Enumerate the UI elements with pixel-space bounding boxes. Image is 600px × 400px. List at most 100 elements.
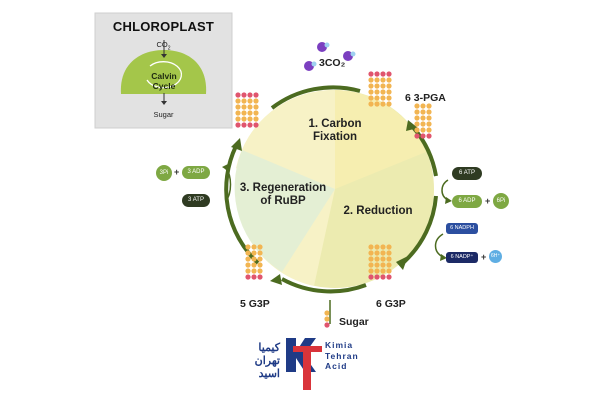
plus-sign: +	[485, 196, 491, 206]
carbon-bead	[374, 89, 380, 95]
inset-co2-subscript: 2	[167, 45, 171, 52]
carbon-bead	[257, 268, 263, 274]
logo-en-line1: Kimia	[325, 340, 354, 350]
carbon-bead	[247, 104, 253, 110]
carbon-bead	[235, 110, 241, 116]
carbon-bead	[380, 101, 386, 107]
carbon-bead	[386, 262, 392, 268]
carbon-bead	[245, 268, 251, 274]
nadph-in-pill: 6 NADPH	[446, 223, 478, 234]
carbon-bead	[253, 122, 259, 128]
carbon-bead	[247, 92, 253, 98]
carbon-bead	[247, 98, 253, 104]
stage-regeneration-line1: 3. Regeneration	[239, 182, 327, 194]
stage-carbon-fixation-line1: 1. Carbon	[308, 118, 362, 130]
nadph-branch-arrow	[434, 233, 444, 258]
carbon-bead	[386, 250, 392, 256]
carbon-bead	[374, 101, 380, 107]
pga-beads	[368, 71, 392, 107]
carbon-bead	[414, 133, 420, 139]
pi-out-pill: 6Pi	[493, 193, 509, 209]
carbon-bead	[245, 256, 251, 262]
carbon-bead	[386, 95, 392, 101]
carbon-bead	[386, 83, 392, 89]
carbon-bead	[374, 244, 380, 250]
carbon-bead	[386, 77, 392, 83]
co2-label: 3CO₂	[319, 57, 346, 69]
carbon-bead	[368, 71, 374, 77]
carbon-bead	[247, 110, 253, 116]
logo-text-persian: کیمیا تهران اسید	[246, 342, 280, 381]
carbon-bead	[324, 322, 330, 328]
carbon-bead	[245, 262, 251, 268]
carbon-bead	[251, 250, 257, 256]
inset-calvin-line2: Cycle	[152, 80, 176, 91]
carbon-bead	[426, 127, 432, 133]
carbon-bead	[253, 110, 259, 116]
pga-beads-lower	[414, 103, 432, 139]
carbon-bead	[414, 127, 420, 133]
inset-graphic	[94, 12, 233, 129]
carbon-bead	[253, 92, 259, 98]
nadp-out-pill: 6 NADP⁺	[446, 252, 478, 263]
carbon-bead	[253, 98, 259, 104]
carbon-bead	[241, 122, 247, 128]
carbon-bead	[426, 121, 432, 127]
inset-calvin-line1: Calvin	[151, 71, 177, 81]
inset-co2-text: CO	[156, 40, 168, 49]
carbon-bead	[414, 103, 420, 109]
carbon-bead	[253, 104, 259, 110]
carbon-bead	[426, 133, 432, 139]
carbon-bead	[368, 83, 374, 89]
carbon-bead	[414, 115, 420, 121]
g3p-left-label: 5 G3P	[240, 298, 270, 310]
logo-t-shape	[293, 346, 322, 390]
carbon-bead	[241, 116, 247, 122]
inset-title: CHLOROPLAST	[112, 19, 215, 34]
regen-branch-arrow	[225, 168, 232, 201]
g3p-right-label: 6 G3P	[376, 298, 406, 310]
carbon-bead	[380, 274, 386, 280]
carbon-bead	[368, 244, 374, 250]
carbon-bead	[324, 310, 330, 316]
carbon-bead	[251, 268, 257, 274]
carbon-bead	[235, 92, 241, 98]
carbon-bead	[251, 256, 257, 262]
pga-label: 6 3-PGA	[405, 92, 446, 104]
regen-atp-pill: 3 ATP	[182, 194, 210, 207]
carbon-bead	[380, 71, 386, 77]
carbon-bead	[420, 121, 426, 127]
co2-molecule	[304, 61, 314, 71]
carbon-bead	[368, 77, 374, 83]
nadph-branch-arrowhead	[440, 254, 447, 261]
atp-branch-arrow	[441, 179, 449, 201]
stage-regeneration: 3. Regeneration of RuBP	[238, 182, 328, 208]
atp-in-pill: 6 ATP	[452, 167, 482, 180]
carbon-bead	[374, 256, 380, 262]
carbon-bead	[380, 262, 386, 268]
carbon-bead	[368, 89, 374, 95]
carbon-bead	[386, 89, 392, 95]
carbon-bead	[257, 274, 263, 280]
carbon-bead	[380, 77, 386, 83]
carbon-bead	[245, 244, 251, 250]
logo-fa-line2: تهران	[254, 355, 280, 367]
regen-pi-pill: 3Pi	[156, 165, 172, 181]
logo-fa-line3: اسید	[258, 368, 280, 380]
arrowhead-g3p	[396, 256, 408, 270]
atp-branch-arrowhead	[445, 197, 452, 204]
carbon-bead	[235, 98, 241, 104]
carbon-bead	[380, 83, 386, 89]
carbon-bead	[368, 274, 374, 280]
carbon-bead	[420, 133, 426, 139]
carbon-bead	[426, 115, 432, 121]
logo-fa-line1: کیمیا	[258, 342, 280, 354]
rubp-beads	[235, 92, 259, 128]
inset-calvin-label: Calvin Cycle	[130, 71, 198, 91]
carbon-bead	[386, 268, 392, 274]
carbon-bead	[386, 274, 392, 280]
carbon-bead	[420, 127, 426, 133]
carbon-bead	[420, 109, 426, 115]
carbon-bead	[380, 89, 386, 95]
carbon-bead	[380, 95, 386, 101]
